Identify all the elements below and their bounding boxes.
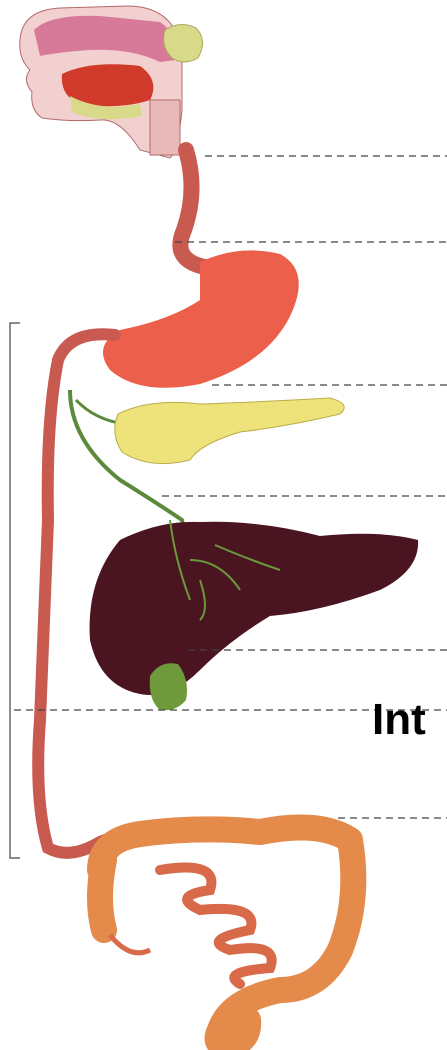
grouping-bracket [10,323,20,858]
stomach [103,250,299,387]
small-intestine-coils [160,868,272,985]
mouth-head [20,6,203,158]
esophagus [180,150,210,268]
intestine-label: Int [372,698,426,742]
pancreas [115,398,344,464]
liver [90,522,419,695]
gallbladder [150,663,187,710]
large-intestine-ascending [100,860,104,930]
appendix [110,935,150,953]
